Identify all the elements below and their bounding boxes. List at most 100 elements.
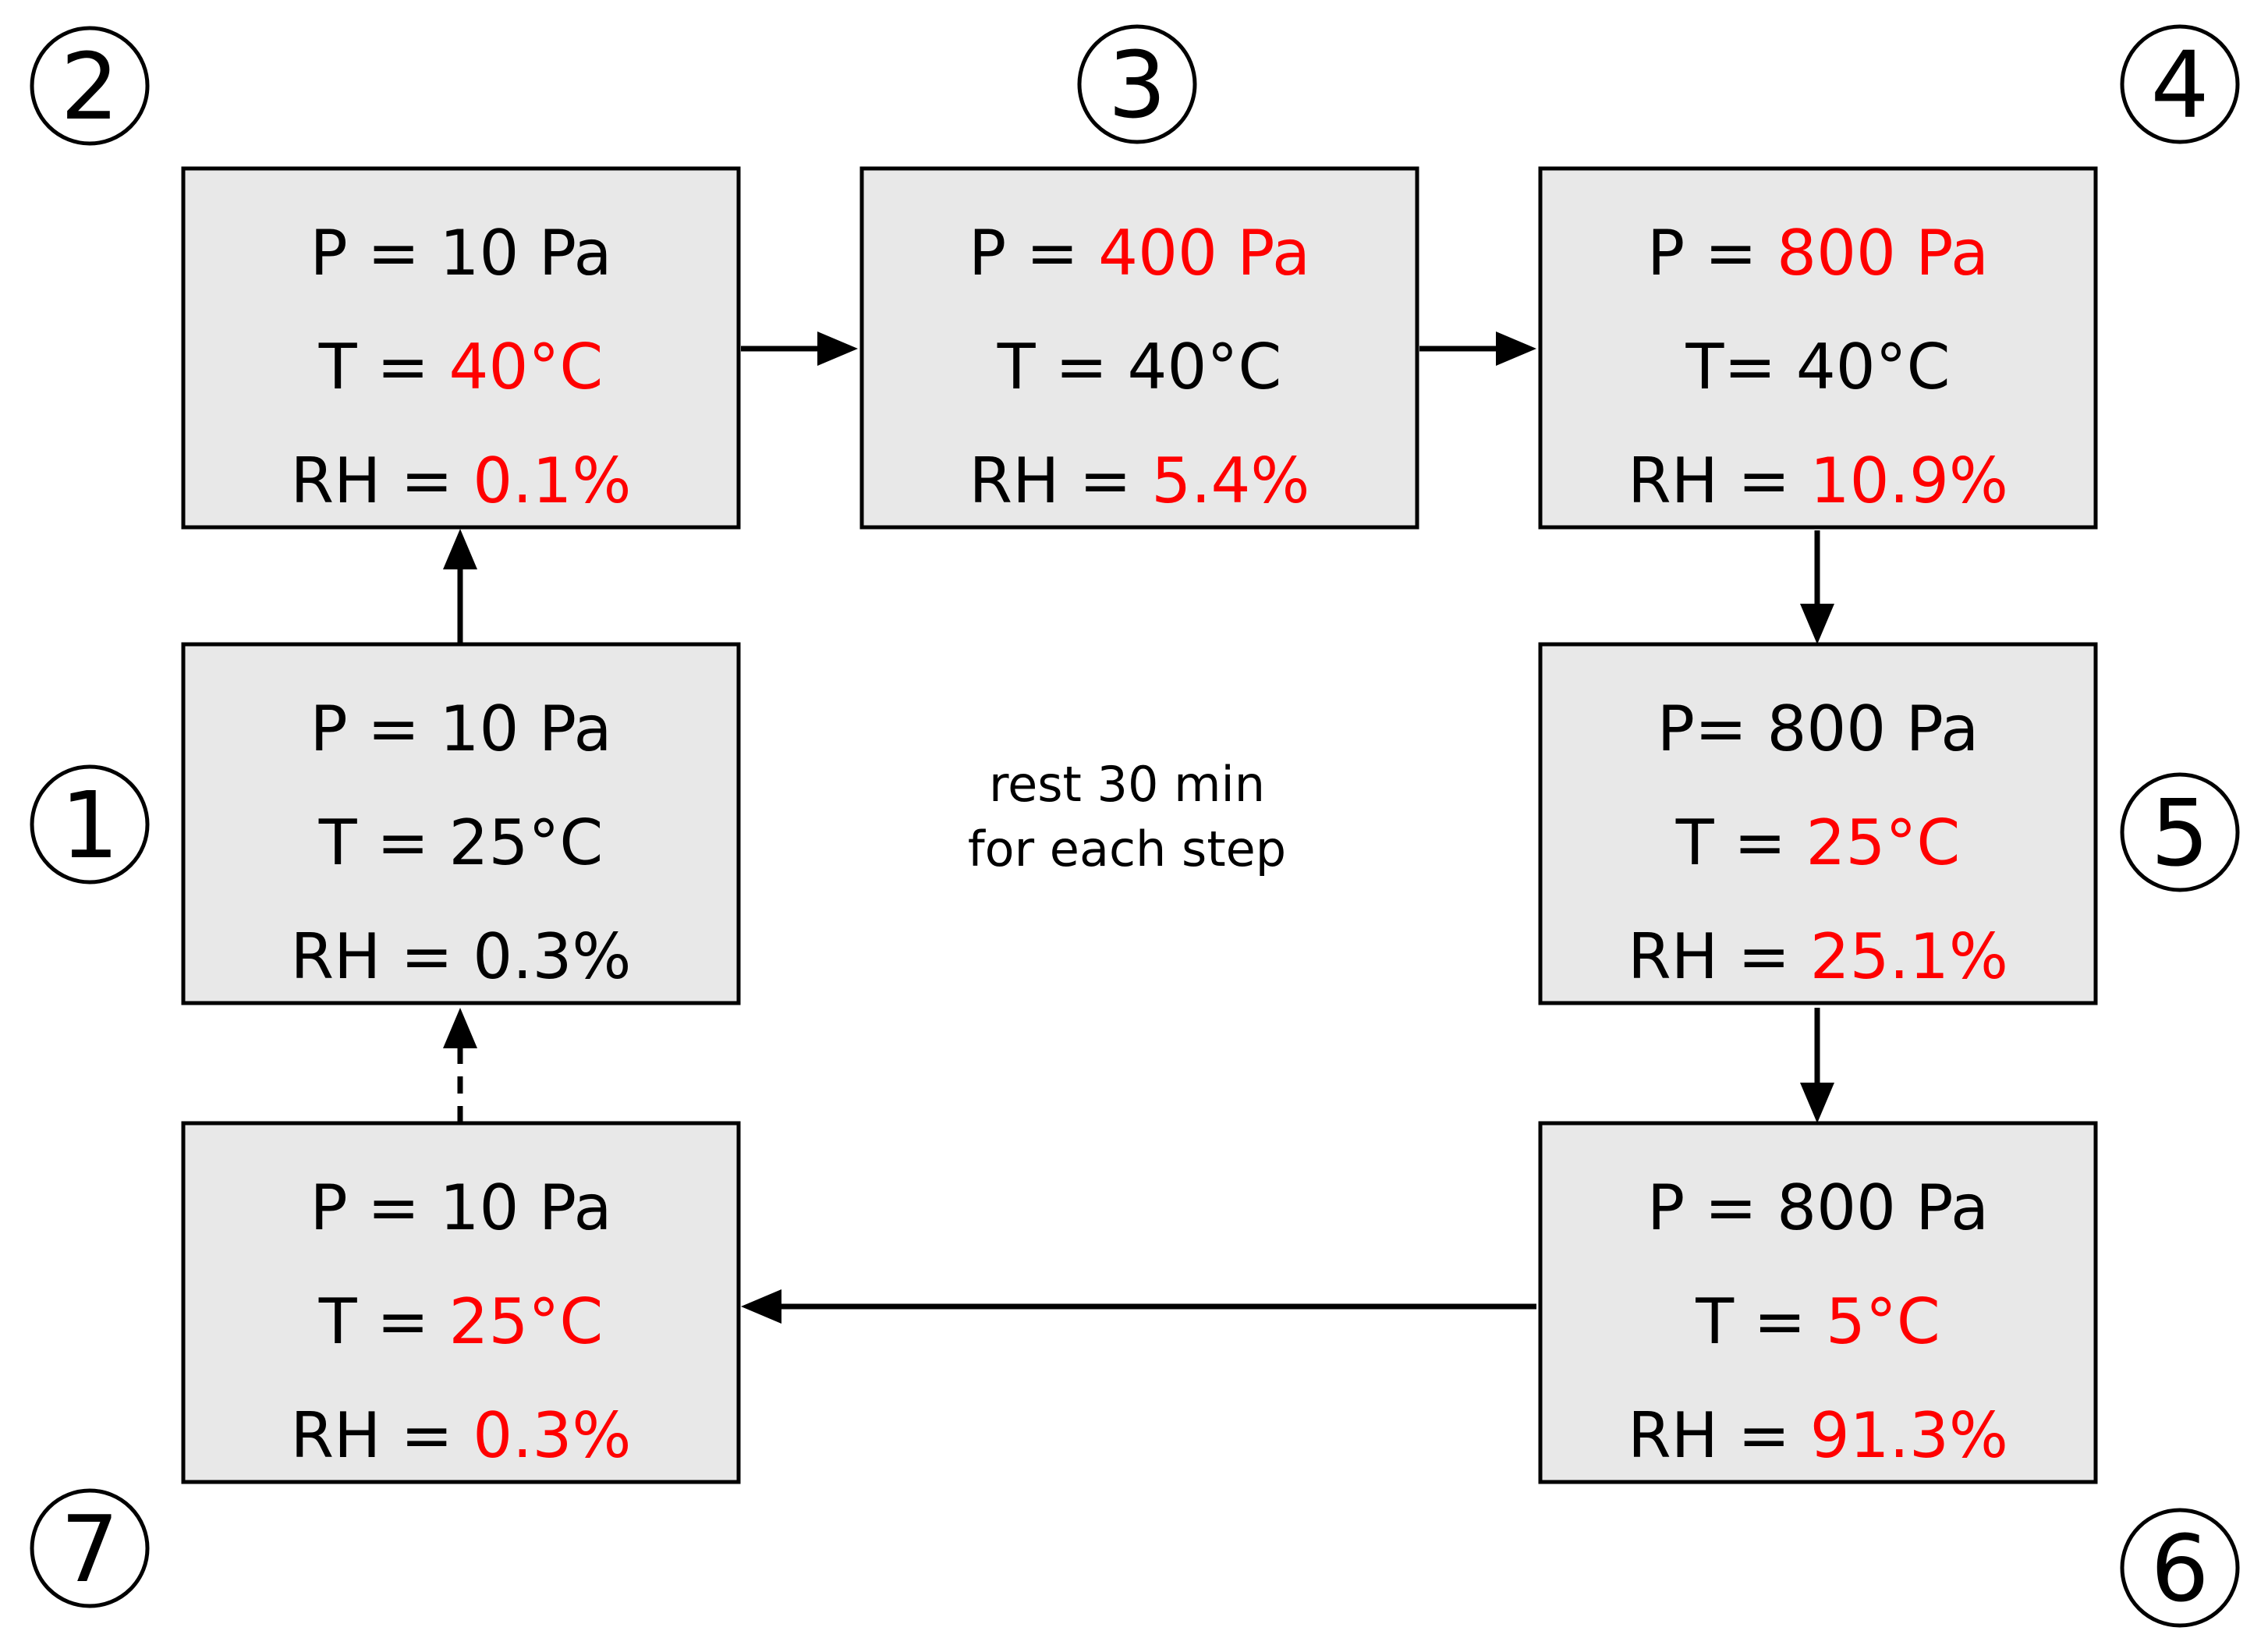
humidity-line: RH = 0.3% [291, 920, 632, 993]
temperature-line: T = 25°C [1675, 807, 1960, 879]
step-box [1538, 642, 2098, 1005]
step-number: 6 [2150, 1515, 2209, 1622]
pressure-line: P = 800 Pa [1647, 1172, 1989, 1244]
line-value: 91.3% [1810, 1399, 2008, 1472]
line-label: RH = [1628, 1399, 1810, 1472]
step-number: 3 [1107, 31, 1166, 139]
temperature-line: T = 5°C [1695, 1285, 1940, 1358]
step-3: P = 400 Pa T = 40°C RH = 5.4% 3 [859, 24, 1419, 530]
pressure-line: P = 400 Pa [969, 217, 1310, 289]
line-label: RH = [969, 445, 1152, 517]
pressure-line: P = 10 Pa [310, 217, 611, 289]
arrow-step3-to-step4 [1419, 331, 1536, 366]
temperature-line: T = 40°C [318, 331, 603, 403]
step-number-circle [30, 764, 150, 885]
line-value: 25°C [1806, 807, 1961, 879]
arrow-step7-to-step1-dashed [443, 1008, 477, 1123]
step-box [859, 166, 1419, 530]
line-value: 800 Pa [1777, 217, 1989, 289]
step-number: 4 [2150, 31, 2209, 139]
line-value: 40°C [1128, 331, 1282, 403]
line-value: 10 Pa [440, 693, 612, 765]
line-value: 0.1% [473, 445, 631, 517]
step-number-circle [30, 1488, 150, 1608]
step-number-circle [1077, 24, 1197, 144]
line-value: 0.3% [473, 920, 631, 993]
line-value: 800 Pa [1767, 693, 1979, 765]
line-label: RH = [1628, 445, 1810, 517]
step-7: P = 10 Pa T = 25°C RH = 0.3% 7 [30, 1121, 741, 1608]
step-number: 5 [2150, 779, 2209, 887]
step-number-circle [2120, 772, 2240, 892]
step-number-circle [30, 26, 150, 146]
line-value: 10.9% [1810, 445, 2008, 517]
humidity-line: RH = 5.4% [969, 445, 1310, 517]
pressure-line: P= 800 Pa [1657, 693, 1979, 765]
step-box [1538, 1121, 2098, 1484]
step-box [181, 642, 741, 1005]
line-label: RH = [291, 445, 473, 517]
arrow-step1-to-step2 [443, 529, 477, 644]
line-label: P = [969, 217, 1098, 289]
pressure-line: P = 10 Pa [310, 1172, 611, 1244]
line-value: 10 Pa [440, 217, 612, 289]
step-number: 7 [60, 1495, 119, 1603]
step-box [1538, 166, 2098, 530]
line-label: RH = [291, 1399, 473, 1472]
line-label: P = [1647, 1172, 1777, 1244]
rest-note-line1: rest 30 min [989, 756, 1265, 813]
temperature-line: T = 40°C [997, 331, 1281, 403]
line-value: 25°C [449, 1285, 604, 1358]
step-6: P = 800 PaT = 5°CRH = 91.3%6 [1538, 1121, 2240, 1628]
line-label: P = [310, 693, 439, 765]
step-4: P = 800 Pa T= 40°C RH = 10.9% 4 [1538, 24, 2240, 530]
temperature-line: T= 40°C [1685, 331, 1951, 403]
line-value: 25.1% [1810, 920, 2008, 993]
step-number-circle [2120, 24, 2240, 144]
line-label: T= [1685, 331, 1796, 403]
line-value: 40°C [449, 331, 604, 403]
step-5: P= 800 Pa T = 25°C RH = 25.1% 5 [1538, 642, 2240, 1005]
rest-note-line2: for each step [968, 821, 1286, 877]
step-1: P = 10 Pa T = 25°C RH = 0.3% 1 [30, 642, 741, 1005]
line-value: 800 Pa [1777, 1172, 1989, 1244]
step-box [181, 166, 741, 530]
arrow-step6-to-step7 [741, 1289, 1536, 1324]
pressure-line: P = 10 Pa [310, 693, 611, 765]
line-value: 400 Pa [1098, 217, 1310, 289]
step-box [181, 1121, 741, 1484]
line-value: 10 Pa [440, 1172, 612, 1244]
rest-note: rest 30 min for each step [968, 756, 1286, 877]
humidity-line: RH = 91.3% [1628, 1399, 2008, 1472]
arrow-step5-to-step6 [1800, 1008, 1834, 1123]
line-label: P = [310, 1172, 439, 1244]
line-label: P = [310, 217, 439, 289]
line-value: 5°C [1826, 1285, 1940, 1358]
pressure-line: P = 800 Pa [1647, 217, 1989, 289]
humidity-line: RH = 0.1% [291, 445, 632, 517]
step-number-circle [2120, 1508, 2240, 1628]
line-label: T = [318, 331, 449, 403]
line-label: P = [1647, 217, 1777, 289]
temperature-line: T = 25°C [318, 807, 603, 879]
line-label: P= [1657, 693, 1767, 765]
line-label: RH = [1628, 920, 1810, 993]
line-value: 40°C [1796, 331, 1951, 403]
line-value: 5.4% [1151, 445, 1309, 517]
temperature-line: T = 25°C [318, 1285, 603, 1358]
step-number: 1 [60, 771, 119, 879]
step-2: P = 10 Pa T = 40°C RH = 0.1% 2 [30, 26, 741, 530]
arrow-step2-to-step3 [741, 331, 858, 366]
humidity-line: RH = 25.1% [1628, 920, 2008, 993]
arrows [443, 331, 1834, 1324]
line-label: RH = [291, 920, 473, 993]
line-label: T = [318, 1285, 449, 1358]
humidity-line: RH = 0.3% [291, 1399, 632, 1472]
line-value: 25°C [449, 807, 604, 879]
line-label: T = [997, 331, 1128, 403]
line-label: T = [1695, 1285, 1826, 1358]
line-label: T = [1675, 807, 1806, 879]
line-value: 0.3% [473, 1399, 631, 1472]
step-number: 2 [60, 33, 119, 140]
